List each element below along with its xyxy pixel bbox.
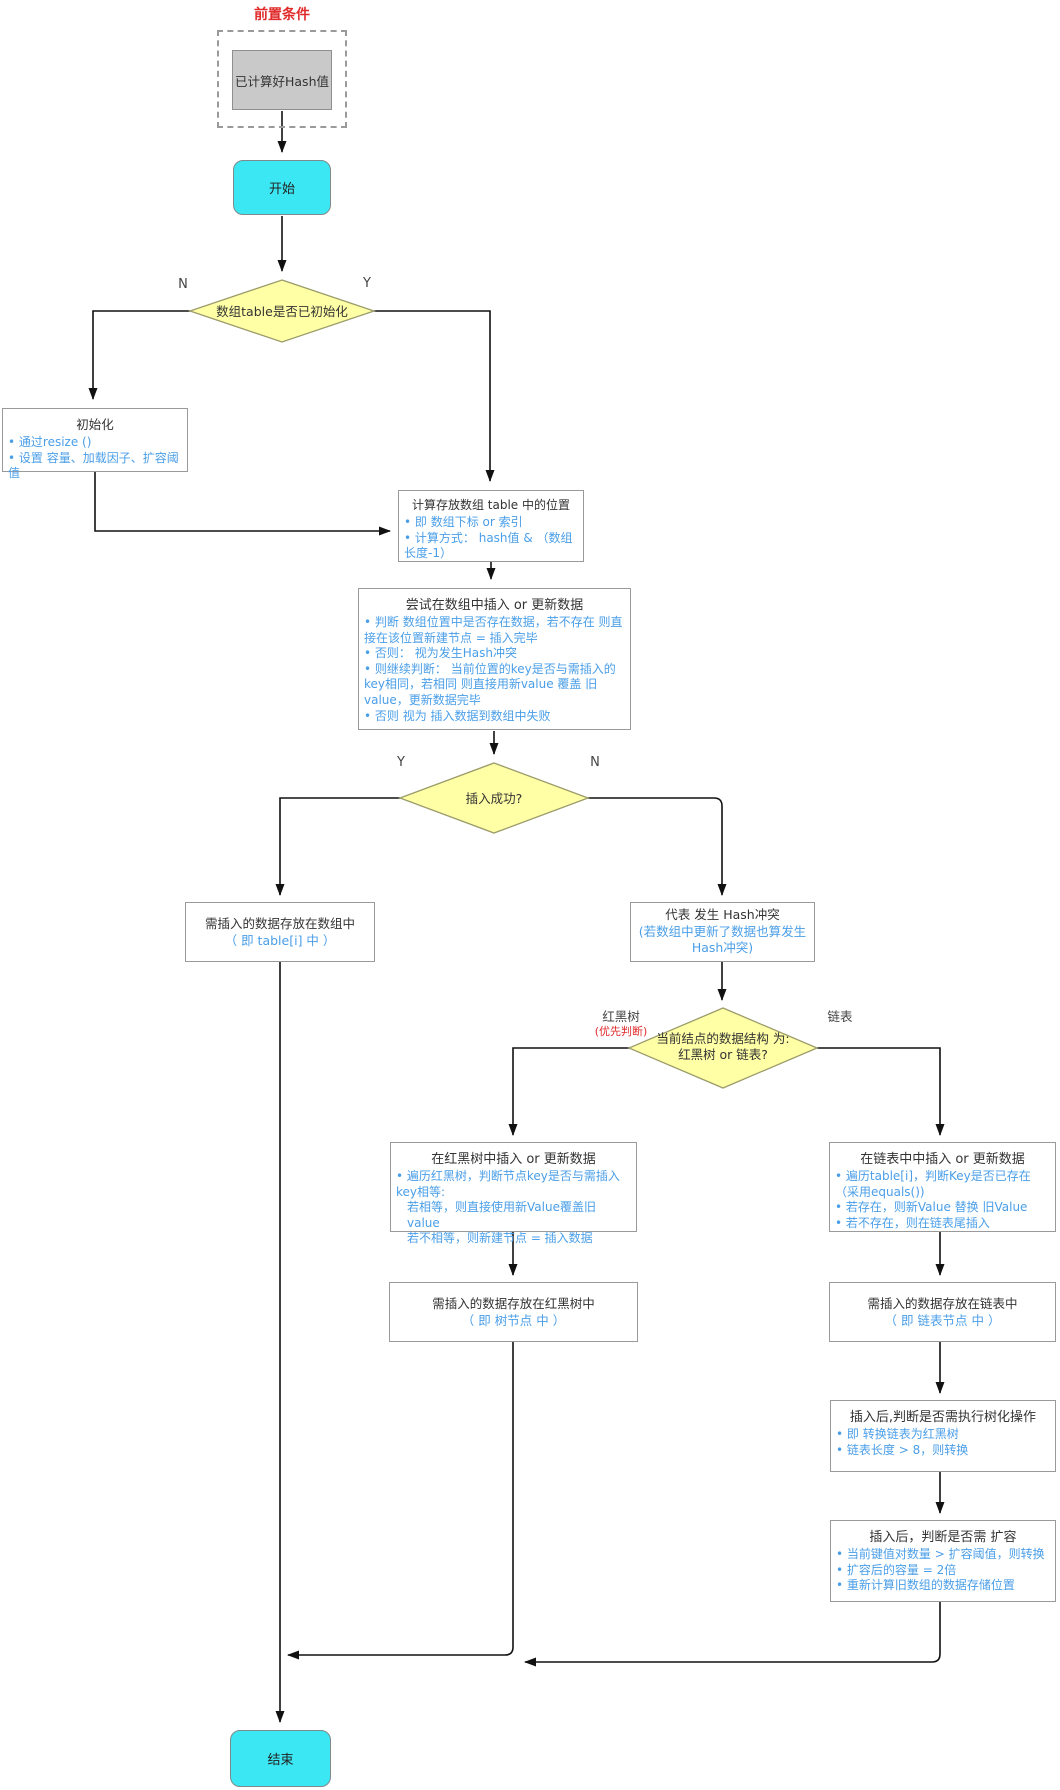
try-insert-node: 尝试在数组中插入 or 更新数据 判断 数组位置中是否存在数据，若不存在 则直接…: [358, 588, 631, 730]
store-in-linkedlist-line2: （ 即 链表节点 中 ）: [884, 1313, 1001, 1328]
store-in-array-line2: （ 即 table[i] 中 ）: [224, 933, 336, 948]
decision-table-initialized-shape: [187, 279, 377, 343]
resize-check-title: 插入后，判断是否需 扩容: [869, 1530, 1017, 1545]
precondition-label: 前置条件: [254, 7, 310, 23]
linkedlist-insert-bullets: 遍历table[i]，判断Key是否已存在（采用equals()) 若存在，则新…: [835, 1169, 1050, 1231]
hash-computed-text: 已计算好Hash值: [235, 73, 329, 89]
rbtree-insert-title: 在红黑树中插入 or 更新数据: [431, 1152, 596, 1167]
decision-table-initialized-text: 数组table是否已初始化: [216, 304, 348, 319]
edge-label-rbtree: 红黑树: [602, 1009, 640, 1024]
resize-check-bullets: 当前键值对数量 > 扩容阈值，则转换 扩容后的容量 = 2倍 重新计算旧数组的数…: [836, 1547, 1050, 1594]
end-text: 结束: [267, 1753, 294, 1768]
decision-node-structure-line2: 红黑树 or 链表?: [678, 1047, 768, 1063]
bullet-line: 否则： 视为发生Hash冲突: [364, 646, 625, 662]
bullet-line: 则继续判断： 当前位置的key是否与需插入的key相同，若相同 则直接用新val…: [364, 662, 625, 709]
start-text: 开始: [268, 182, 295, 197]
bullet-line: 若不相等，则新建节点 = 插入数据: [407, 1231, 593, 1246]
try-insert-bullets: 判断 数组位置中是否存在数据，若不存在 则直接在该位置新建节点 = 插入完毕 否…: [364, 615, 625, 724]
store-in-rbtree-line2: （ 即 树节点 中 ）: [461, 1313, 566, 1328]
resize-check-node: 插入后，判断是否需 扩容 当前键值对数量 > 扩容阈值，则转换 扩容后的容量 =…: [830, 1520, 1056, 1602]
init-node: 初始化 通过resize () 设置 容量、加载因子、扩容阈值: [2, 408, 188, 480]
store-in-array-line1: 需插入的数据存放在数组中: [204, 915, 355, 931]
start-node: 开始: [233, 160, 331, 215]
bullet-line: 通过resize (): [8, 435, 182, 451]
store-in-rbtree-line1: 需插入的数据存放在红黑树中: [432, 1295, 595, 1311]
bullet-line: 遍历红黑树，判断节点key是否与需插入key相等:: [396, 1169, 631, 1200]
edge-label-yes: Y: [397, 755, 405, 770]
linkedlist-insert-title: 在链表中中插入 or 更新数据: [860, 1152, 1025, 1167]
calc-position-title: 计算存放数组 table 中的位置: [411, 498, 571, 512]
linkedlist-insert-node: 在链表中中插入 or 更新数据 遍历table[i]，判断Key是否已存在（采用…: [829, 1142, 1056, 1232]
calc-position-bullets: 即 数组下标 or 索引 计算方式： hash值 & （数组长度-1）: [404, 515, 578, 562]
init-bullets: 通过resize () 设置 容量、加载因子、扩容阈值: [8, 435, 182, 482]
bullet-line: 判断 数组位置中是否存在数据，若不存在 则直接在该位置新建节点 = 插入完毕: [364, 615, 625, 646]
store-in-rbtree-node: 需插入的数据存放在红黑树中 （ 即 树节点 中 ）: [389, 1282, 638, 1342]
decision-insert-success-text: 插入成功?: [465, 791, 523, 806]
treeify-check-bullets: 即 转换链表为红黑树 链表长度 > 8，则转换: [836, 1427, 1050, 1458]
bullet-line: 计算方式： hash值 & （数组长度-1）: [404, 531, 578, 562]
store-in-linkedlist-line1: 需插入的数据存放在链表中: [867, 1295, 1018, 1311]
hash-conflict-line1: 代表 发生 Hash冲突: [665, 906, 780, 922]
treeify-check-node: 插入后,判断是否需执行树化操作 即 转换链表为红黑树 链表长度 > 8，则转换: [830, 1400, 1056, 1472]
bullet-line: 重新计算旧数组的数据存储位置: [836, 1578, 1050, 1594]
bullet-line: 设置 容量、加载因子、扩容阈值: [8, 451, 182, 482]
decision-node-structure-line1: 当前结点的数据结构 为:: [656, 1031, 790, 1046]
bullet-line: 扩容后的容量 = 2倍: [836, 1563, 1050, 1579]
decision-node-structure-shape: [627, 1007, 819, 1089]
edge-label-yes: Y: [363, 276, 371, 291]
store-in-linkedlist-node: 需插入的数据存放在链表中 （ 即 链表节点 中 ）: [829, 1282, 1056, 1342]
bullet-line: 若不存在，则在链表尾插入: [835, 1216, 1050, 1232]
bullet-line: 当前键值对数量 > 扩容阈值，则转换: [836, 1547, 1050, 1563]
try-insert-title: 尝试在数组中插入 or 更新数据: [405, 598, 584, 613]
hash-computed-node: 已计算好Hash值: [232, 50, 332, 110]
end-node: 结束: [230, 1730, 331, 1787]
bullet-line: 即 数组下标 or 索引: [404, 515, 578, 531]
bullet-line: 遍历table[i]，判断Key是否已存在（采用equals()): [835, 1169, 1050, 1200]
treeify-check-title: 插入后,判断是否需执行树化操作: [849, 1410, 1037, 1425]
bullet-line: 若相等，则直接使用新Value覆盖旧 value: [407, 1200, 596, 1230]
edge-label-no: N: [178, 277, 188, 292]
rbtree-insert-node: 在红黑树中插入 or 更新数据 遍历红黑树，判断节点key是否与需插入key相等…: [390, 1142, 637, 1245]
decision-node-structure-text: 当前结点的数据结构 为: 红黑树 or 链表?: [631, 1031, 815, 1064]
hash-conflict-node: 代表 发生 Hash冲突 (若数组中更新了数据也算发生 Hash冲突): [630, 902, 815, 962]
edge-label-rbtree-priority-note: (优先判断): [594, 1025, 648, 1038]
edge-label-linkedlist: 链表: [827, 1009, 853, 1024]
hash-conflict-line2: (若数组中更新了数据也算发生 Hash冲突): [638, 923, 807, 956]
bullet-line: 即 转换链表为红黑树: [836, 1427, 1050, 1443]
rbtree-insert-bullets: 遍历红黑树，判断节点key是否与需插入key相等: 若相等，则直接使用新Valu…: [396, 1169, 631, 1247]
bullet-line: 若存在，则新Value 替换 旧Value: [835, 1200, 1050, 1216]
precondition-group-box: [217, 30, 347, 128]
store-in-array-node: 需插入的数据存放在数组中 （ 即 table[i] 中 ）: [185, 902, 375, 962]
decision-insert-success-shape: [398, 762, 590, 834]
bullet-line: 链表长度 > 8，则转换: [836, 1443, 1050, 1459]
bullet-line: 否则 视为 插入数据到数组中失败: [364, 709, 625, 725]
calc-position-node: 计算存放数组 table 中的位置 即 数组下标 or 索引 计算方式： has…: [398, 490, 584, 562]
init-title: 初始化: [76, 417, 114, 432]
edge-label-no: N: [590, 755, 600, 770]
